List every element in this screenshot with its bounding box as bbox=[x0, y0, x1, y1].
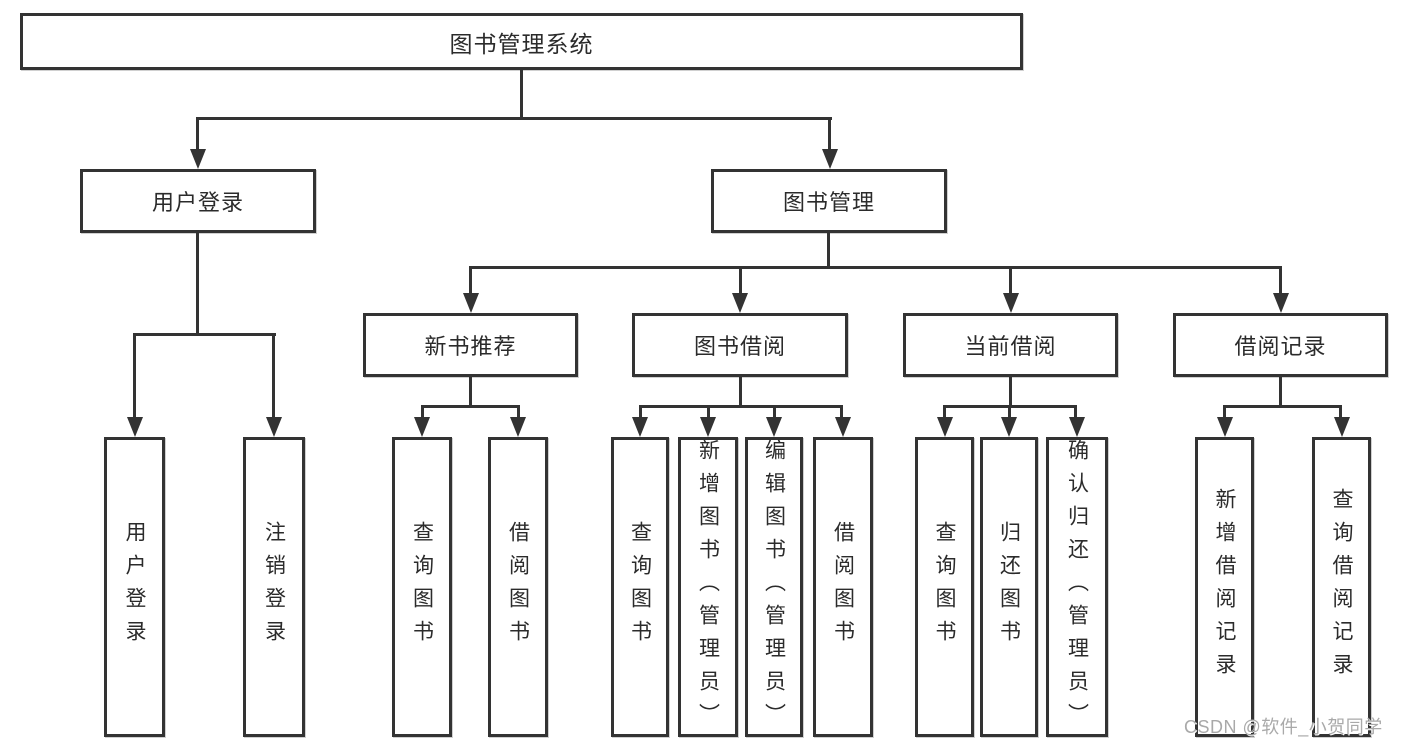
connector-line bbox=[133, 333, 276, 336]
connector-line bbox=[1339, 405, 1342, 419]
arrow-down-icon bbox=[190, 149, 206, 169]
arrow-down-icon bbox=[510, 417, 526, 437]
leaf-return-books: 归还图书 bbox=[980, 437, 1038, 737]
node-library-management-system: 图书管理系统 bbox=[20, 13, 1023, 70]
arrow-down-icon bbox=[1273, 293, 1289, 313]
connector-line bbox=[639, 405, 642, 419]
arrow-down-icon bbox=[766, 417, 782, 437]
leaf-query-books-current-label: 查询图书 bbox=[933, 521, 956, 653]
connector-line bbox=[739, 266, 742, 295]
leaf-query-books-borrowing: 查询图书 bbox=[611, 437, 669, 737]
leaf-add-books-admin-label: 新增图书（管理员） bbox=[696, 438, 720, 736]
connector-line bbox=[133, 333, 136, 419]
leaf-confirm-return-admin: 确认归还（管理员） bbox=[1046, 437, 1108, 737]
leaf-query-borrow-record-label: 查询借阅记录 bbox=[1330, 488, 1353, 686]
connector-line bbox=[469, 266, 472, 295]
leaf-add-books-admin: 新增图书（管理员） bbox=[678, 437, 738, 737]
arrow-down-icon bbox=[700, 417, 716, 437]
connector-line bbox=[943, 405, 946, 419]
arrow-down-icon bbox=[414, 417, 430, 437]
leaf-logout: 注销登录 bbox=[243, 437, 305, 737]
connector-line bbox=[1223, 405, 1226, 419]
watermark-text: CSDN @软件_小贺同学 bbox=[1184, 717, 1383, 737]
connector-line bbox=[773, 405, 776, 419]
connector-line bbox=[469, 266, 1282, 269]
arrow-down-icon bbox=[1001, 417, 1017, 437]
connector-line bbox=[1009, 377, 1012, 407]
arrow-down-icon bbox=[1003, 293, 1019, 313]
connector-line bbox=[827, 233, 830, 268]
node-borrowing-records: 借阅记录 bbox=[1173, 313, 1388, 377]
leaf-borrow-books-recommend-label: 借阅图书 bbox=[506, 521, 530, 653]
connector-line bbox=[840, 405, 843, 419]
connector-line bbox=[517, 405, 520, 419]
connector-line bbox=[1074, 405, 1077, 419]
leaf-edit-books-admin-label: 编辑图书（管理员） bbox=[762, 438, 786, 736]
leaf-query-borrow-record: 查询借阅记录 bbox=[1312, 437, 1371, 737]
connector-line bbox=[196, 117, 199, 151]
connector-line bbox=[469, 377, 472, 407]
node-book-borrowing: 图书借阅 bbox=[632, 313, 848, 377]
leaf-borrow-books-recommend: 借阅图书 bbox=[488, 437, 548, 737]
arrow-down-icon bbox=[835, 417, 851, 437]
leaf-user-login: 用户登录 bbox=[104, 437, 165, 737]
connector-line bbox=[520, 70, 523, 118]
arrow-down-icon bbox=[127, 417, 143, 437]
arrow-down-icon bbox=[463, 293, 479, 313]
leaf-add-borrow-record: 新增借阅记录 bbox=[1195, 437, 1254, 737]
arrow-down-icon bbox=[1334, 417, 1350, 437]
leaf-query-books-recommend-label: 查询图书 bbox=[410, 521, 434, 653]
connector-line bbox=[1279, 266, 1282, 295]
connector-line bbox=[196, 233, 199, 336]
arrow-down-icon bbox=[632, 417, 648, 437]
connector-line bbox=[421, 405, 520, 408]
leaf-query-books-current: 查询图书 bbox=[915, 437, 974, 737]
leaf-confirm-return-admin-label: 确认归还（管理员） bbox=[1065, 438, 1089, 736]
node-new-book-recommendation: 新书推荐 bbox=[363, 313, 578, 377]
leaf-edit-books-admin: 编辑图书（管理员） bbox=[745, 437, 803, 737]
connector-line bbox=[828, 117, 831, 151]
node-user-login-branch: 用户登录 bbox=[80, 169, 316, 233]
connector-line bbox=[1008, 405, 1011, 419]
connector-line bbox=[272, 333, 275, 419]
leaf-query-books-borrowing-label: 查询图书 bbox=[628, 521, 652, 653]
arrow-down-icon bbox=[1069, 417, 1085, 437]
arrow-down-icon bbox=[937, 417, 953, 437]
arrow-down-icon bbox=[732, 293, 748, 313]
arrow-down-icon bbox=[1217, 417, 1233, 437]
leaf-return-books-label: 归还图书 bbox=[997, 521, 1021, 653]
leaf-user-login-label: 用户登录 bbox=[123, 521, 146, 653]
leaf-borrow-books-label: 借阅图书 bbox=[831, 521, 855, 653]
leaf-borrow-books: 借阅图书 bbox=[813, 437, 873, 737]
arrow-down-icon bbox=[822, 149, 838, 169]
leaf-query-books-recommend: 查询图书 bbox=[392, 437, 452, 737]
connector-line bbox=[421, 405, 424, 419]
leaf-add-borrow-record-label: 新增借阅记录 bbox=[1213, 488, 1236, 686]
connector-line bbox=[707, 405, 710, 419]
connector-line bbox=[739, 377, 742, 407]
connector-line bbox=[196, 117, 832, 120]
node-current-borrowing: 当前借阅 bbox=[903, 313, 1118, 377]
connector-line bbox=[1009, 266, 1012, 295]
arrow-down-icon bbox=[266, 417, 282, 437]
node-book-management-branch: 图书管理 bbox=[711, 169, 947, 233]
connector-line bbox=[639, 405, 843, 408]
connector-line bbox=[1223, 405, 1342, 408]
connector-line bbox=[1279, 377, 1282, 407]
leaf-logout-label: 注销登录 bbox=[262, 521, 286, 653]
